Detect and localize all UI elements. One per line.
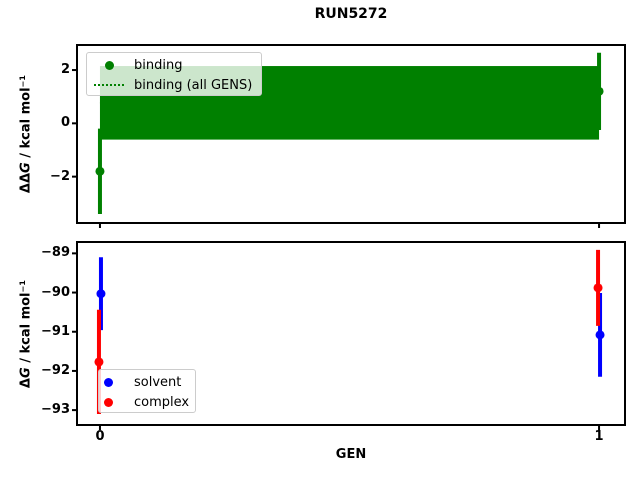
complex-point: [94, 357, 104, 367]
top-y-tick-label: −2: [50, 169, 70, 184]
red-dot-icon: [103, 397, 113, 407]
top-y-tick-label: 0: [60, 115, 70, 130]
legend-label: binding: [134, 57, 183, 73]
plot-title: RUN5272: [314, 6, 388, 22]
bottom-y-tick-label: −89: [41, 245, 70, 260]
top-legend: binding binding (all GENS): [86, 52, 262, 96]
solvent-point: [595, 330, 605, 340]
bottom-y-tick-label: −90: [41, 285, 70, 300]
x-tick-label: 0: [95, 429, 105, 444]
binding-point: [594, 86, 604, 96]
legend-label: binding (all GENS): [134, 77, 253, 93]
legend-item-solvent: solvent: [99, 372, 195, 392]
legend-item-complex: complex: [99, 392, 195, 412]
bottom-y-axis-label-prefix: Δ: [18, 378, 34, 389]
bottom-y-axis-label-symbol: G: [18, 367, 34, 379]
bottom-legend: solvent complex: [98, 369, 196, 413]
bottom-y-tick-label: −93: [41, 402, 70, 417]
top-y-axis-label-units: / kcal mol⁻¹: [18, 74, 34, 163]
top-y-axis-label-symbol: G: [18, 162, 34, 173]
bottom-y-tick-label: −91: [41, 324, 70, 339]
legend-label: solvent: [134, 374, 182, 390]
axes-frame: [76, 241, 626, 426]
blue-dot-icon: [103, 377, 113, 387]
green-dot-icon: [104, 60, 114, 70]
x-axis-label: GEN: [335, 447, 367, 462]
x-tick-label: 1: [594, 429, 604, 444]
legend-item-binding: binding: [87, 55, 261, 75]
legend-label: complex: [134, 394, 190, 410]
solvent-point: [96, 289, 106, 299]
green-dotted-line-icon: [94, 84, 124, 86]
bottom-y-axis-label: ΔG / kcal mol⁻¹: [19, 280, 34, 388]
legend-marker-area: [87, 60, 131, 70]
top-y-axis-label: ΔΔG / kcal mol⁻¹: [19, 75, 34, 193]
top-y-tick-label: 2: [60, 62, 70, 77]
legend-marker-area: [99, 377, 117, 387]
top-y-axis-label-prefix: ΔΔ: [18, 172, 34, 194]
complex-point: [593, 283, 603, 293]
legend-marker-area: [99, 397, 117, 407]
binding-point: [95, 166, 105, 176]
bottom-y-tick-label: −92: [41, 363, 70, 378]
bottom-y-axis-label-units: / kcal mol⁻¹: [18, 279, 34, 368]
legend-marker-area: [87, 84, 131, 86]
axes-frame: [76, 44, 626, 224]
legend-item-binding-all-gens: binding (all GENS): [87, 75, 261, 95]
